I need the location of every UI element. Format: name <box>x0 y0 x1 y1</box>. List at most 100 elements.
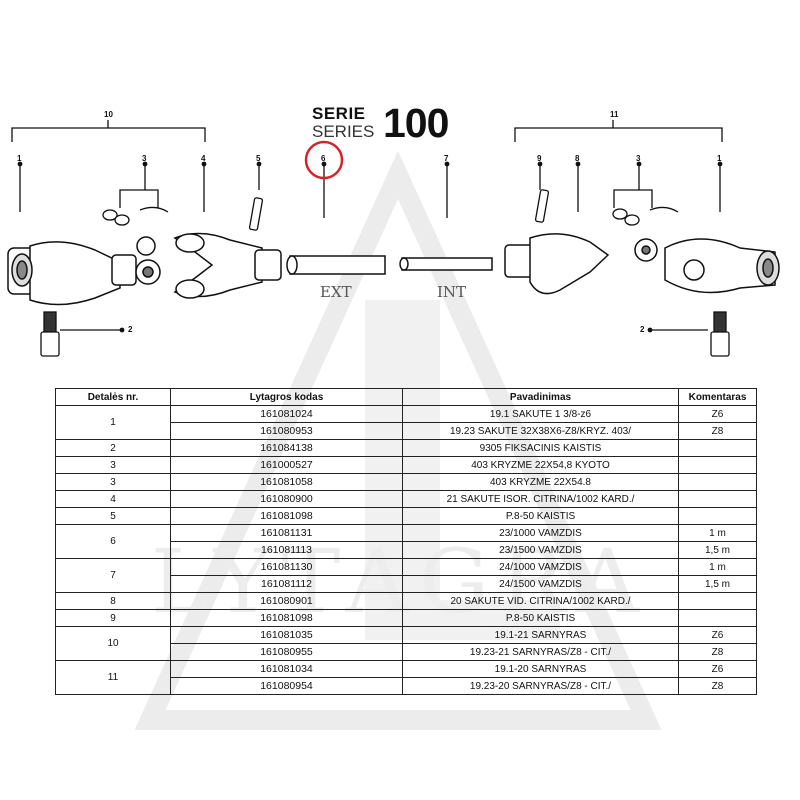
name-cell: 19.23 SAKUTE 32X38X6-Z8/KRYZ. 403/ <box>402 422 679 440</box>
callout-7: 7 <box>444 154 449 163</box>
name-cell: 19.1-21 SARNYRAS <box>402 626 679 644</box>
callout-9: 9 <box>537 154 542 163</box>
right-yoke <box>504 233 780 295</box>
code-cell: 161000527 <box>170 456 403 474</box>
code-cell: 161080954 <box>170 677 403 695</box>
right-pin <box>534 189 550 223</box>
comment-cell: Z8 <box>678 422 757 440</box>
serie-label: SERIE <box>312 104 366 123</box>
comment-cell <box>678 473 757 491</box>
header-pavadinimas: Pavadinimas <box>402 388 679 406</box>
name-cell: 19.23-21 SARNYRAS/Z8 - CIT./ <box>402 643 679 661</box>
callout-11: 11 <box>610 110 619 119</box>
callout-8: 8 <box>575 154 580 163</box>
left-yoke <box>7 236 161 306</box>
name-cell: 9305 FIKSACINIS KAISTIS <box>402 439 679 457</box>
detail-number-cell: 4 <box>55 490 171 508</box>
detail-number-cell: 10 <box>55 626 171 661</box>
name-cell: 403 KRYZME 22X54.8 <box>402 473 679 491</box>
code-cell: 161081024 <box>170 405 403 423</box>
left-cross-kit <box>102 206 169 226</box>
comment-cell <box>678 592 757 610</box>
comment-cell: 1 m <box>678 558 757 576</box>
detail-number-cell: 6 <box>55 524 171 559</box>
name-cell: 21 SAKUTE ISOR. CITRINA/1002 KARD./ <box>402 490 679 508</box>
comment-cell <box>678 609 757 627</box>
name-cell: 19.1 SAKUTE 1 3/8-z6 <box>402 405 679 423</box>
comment-cell <box>678 507 757 525</box>
comment-cell <box>678 456 757 474</box>
detail-number-cell: 9 <box>55 609 171 627</box>
code-cell: 161080900 <box>170 490 403 508</box>
callout-2-right: 2 <box>640 325 645 334</box>
exploded-diagram <box>7 120 780 357</box>
callout-10: 10 <box>104 110 113 119</box>
comment-cell: Z8 <box>678 677 757 695</box>
code-cell: 161080901 <box>170 592 403 610</box>
callout-5: 5 <box>256 154 261 163</box>
comment-cell <box>678 439 757 457</box>
name-cell: 403 KRYZME 22X54,8 KYOTO <box>402 456 679 474</box>
name-cell: 23/1000 VAMZDIS <box>402 524 679 542</box>
comment-cell: Z6 <box>678 626 757 644</box>
comment-cell: 1,5 m <box>678 541 757 559</box>
push-pin-right <box>710 311 730 357</box>
code-cell: 161081098 <box>170 609 403 627</box>
code-cell: 161084138 <box>170 439 403 457</box>
detail-number-cell: 11 <box>55 660 171 695</box>
code-cell: 161081098 <box>170 507 403 525</box>
name-cell: 20 SAKUTE VID. CITRINA/1002 KARD./ <box>402 592 679 610</box>
int-label: INT <box>437 283 467 301</box>
code-cell: 161080955 <box>170 643 403 661</box>
detail-number-cell: 1 <box>55 405 171 440</box>
comment-cell: Z8 <box>678 643 757 661</box>
push-pin-left <box>40 311 60 357</box>
comment-cell: 1,5 m <box>678 575 757 593</box>
comment-cell <box>678 490 757 508</box>
detail-number-cell: 8 <box>55 592 171 610</box>
series-label: SERIES <box>312 122 375 141</box>
name-cell: P.8-50 KAISTIS <box>402 507 679 525</box>
parts-table: Detalės nr. Lytagros kodas Pavadinimas K… <box>55 388 757 695</box>
callout-2-left: 2 <box>128 325 133 334</box>
detail-number-cell: 5 <box>55 507 171 525</box>
ext-label: EXT <box>320 283 352 301</box>
series-number: 100 <box>383 100 449 146</box>
name-cell: 24/1500 VAMZDIS <box>402 575 679 593</box>
callout-1-right: 1 <box>717 154 722 163</box>
callout-6: 6 <box>321 154 326 163</box>
detail-number-cell: 3 <box>55 473 171 491</box>
name-cell: 24/1000 VAMZDIS <box>402 558 679 576</box>
code-cell: 161081112 <box>170 575 403 593</box>
code-cell: 161080953 <box>170 422 403 440</box>
callout-1-left: 1 <box>17 154 22 163</box>
left-pin <box>248 197 264 231</box>
comment-cell: 1 m <box>678 524 757 542</box>
callout-4: 4 <box>201 154 206 163</box>
code-cell: 161081131 <box>170 524 403 542</box>
name-cell: 19.23-20 SARNYRAS/Z8 - CIT./ <box>402 677 679 695</box>
code-cell: 161081113 <box>170 541 403 559</box>
detail-number-cell: 2 <box>55 439 171 457</box>
table-header-row: Detalės nr. Lytagros kodas Pavadinimas K… <box>55 388 757 406</box>
code-cell: 161081035 <box>170 626 403 644</box>
header-komentaras: Komentaras <box>678 388 757 406</box>
header-lytagros-kodas: Lytagros kodas <box>170 388 403 406</box>
name-cell: P.8-50 KAISTIS <box>402 609 679 627</box>
header-detales-nr: Detalės nr. <box>55 388 171 406</box>
inner-yoke <box>173 232 282 299</box>
name-cell: 19.1-20 SARNYRAS <box>402 660 679 678</box>
